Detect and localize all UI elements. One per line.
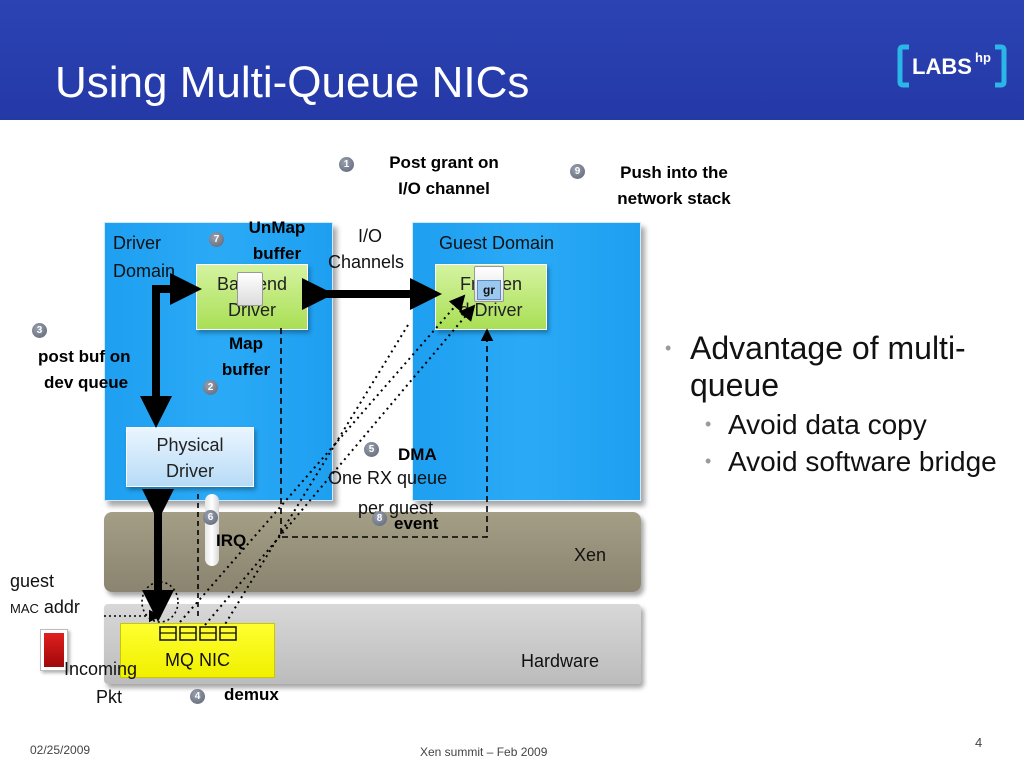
physical-driver-label-2: Driver xyxy=(166,461,214,481)
step-badge-6: 6 xyxy=(203,510,218,525)
event-path xyxy=(280,328,494,538)
physical-driver-box: Physical Driver xyxy=(126,427,254,487)
step-badge-7: 7 xyxy=(209,232,224,247)
backend-buffer-icon xyxy=(237,272,263,306)
bullet-avoid-copy: Avoid data copy xyxy=(665,408,1015,441)
step-badge-4: 4 xyxy=(190,689,205,704)
step-badge-8: 8 xyxy=(372,511,387,526)
slide-title: Using Multi-Queue NICs xyxy=(55,58,530,107)
mq-nic-label: MQ NIC xyxy=(165,650,230,670)
driver-domain-label-2: Domain xyxy=(113,261,176,281)
frontend-grant-badge: gr xyxy=(477,280,501,300)
step-badge-5: 5 xyxy=(364,442,379,457)
incoming-pkt-label-2: Pkt xyxy=(96,687,123,707)
dma-path-1 xyxy=(179,294,466,623)
bullet-advantage: Advantage of multi-queue xyxy=(665,330,1015,404)
physical-driver-label-1: Physical xyxy=(156,435,224,455)
step-badge-1: 1 xyxy=(339,157,354,172)
hardware-label: Hardware xyxy=(521,651,600,671)
guest-mac-label-2: MAC addr xyxy=(10,594,80,622)
bracket-logo-icon: LABS hp xyxy=(897,44,1007,88)
logo-superscript: hp xyxy=(975,50,991,65)
xen-label: Xen xyxy=(574,545,607,565)
step-3-label: post buf on dev queue xyxy=(38,347,131,392)
driver-domain-label-1: Driver xyxy=(113,233,161,253)
guest-domain-label: Guest Domain xyxy=(439,233,555,253)
bullet-list: Advantage of multi-queue Avoid data copy… xyxy=(665,330,1015,478)
step-4-label: demux xyxy=(224,685,279,704)
footer-date: 02/25/2009 xyxy=(30,743,91,757)
incoming-pkt-label-1: Incoming xyxy=(64,659,138,679)
step-9-label: Push into the network stack xyxy=(617,163,731,208)
step-7-label: UnMap buffer xyxy=(248,218,306,263)
addr-label: addr xyxy=(38,597,80,617)
page-number: 4 xyxy=(975,735,983,750)
io-channels-label-2: Channels xyxy=(328,252,405,272)
step-6-label: IRQ xyxy=(216,531,247,550)
step-badge-2: 2 xyxy=(203,380,218,395)
nic-queues-icon xyxy=(121,626,274,642)
logo-text: LABS xyxy=(912,54,972,79)
io-channels-label-1: I/O xyxy=(358,226,383,246)
title-bar xyxy=(0,0,1024,120)
step-5-label: DMA xyxy=(398,445,437,464)
incoming-packet-icon xyxy=(40,629,68,671)
mac-small-label: MAC xyxy=(10,601,39,616)
rx-queue-label-1: One RX queue xyxy=(328,468,448,488)
xen-layer xyxy=(104,512,641,592)
mq-nic-box: MQ NIC xyxy=(120,623,275,678)
hp-labs-logo: LABS hp xyxy=(897,44,1007,88)
step-badge-9: 9 xyxy=(570,164,585,179)
footer-center: Xen summit – Feb 2009 xyxy=(420,745,548,759)
guest-mac-label-1: guest xyxy=(10,571,55,591)
step-8-label: event xyxy=(394,514,439,533)
step-2-label: Map buffer xyxy=(221,334,271,379)
bullet-avoid-bridge: Avoid software bridge xyxy=(665,445,1015,478)
step-badge-3: 3 xyxy=(32,323,47,338)
step-1-label: Post grant on I/O channel xyxy=(389,153,499,198)
